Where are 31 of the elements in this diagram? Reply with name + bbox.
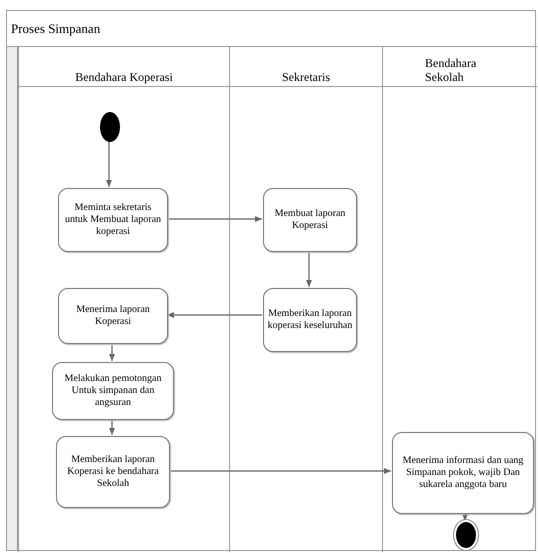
lane-heading: Sekretaris xyxy=(281,70,331,84)
activity-label: Memberikan laporan koperasi keseluruhan xyxy=(267,308,353,332)
arrow xyxy=(109,419,115,435)
arrow xyxy=(167,216,262,222)
arrow xyxy=(167,312,262,318)
activity-label: Melakukan pemotongan Untuk simpanan dan angsuran xyxy=(64,373,162,409)
swimlane xyxy=(382,46,537,552)
swimlane xyxy=(18,46,229,552)
arrow xyxy=(169,468,391,474)
start-node xyxy=(100,112,120,142)
end-node xyxy=(456,522,476,548)
arrow xyxy=(109,343,115,361)
activity-box xyxy=(58,288,168,344)
lane-heading: Bendahara Sekolah xyxy=(425,56,478,84)
activity-box xyxy=(58,188,168,252)
lane-heading: Bendahara Koperasi xyxy=(74,70,174,84)
activity-label: Membuat laporan Koperasi xyxy=(274,208,346,232)
activity-box xyxy=(392,432,534,514)
activity-box xyxy=(56,436,170,508)
activity-label: Memberikan laporan Koperasi ke bendahara Sekolah xyxy=(66,454,160,490)
arrow xyxy=(306,251,312,287)
activity-label: Meminta sekretaris untuk Membuat laporan koperasi xyxy=(64,202,162,238)
arrow xyxy=(106,141,112,187)
activity-label: Menerima informasi dan uang Simpanan pokok, wajib Dan sukarela anggota baru xyxy=(402,455,524,491)
activity-box xyxy=(263,188,357,252)
swimlane xyxy=(229,46,382,552)
activity-box xyxy=(52,362,174,420)
diagram-title: Proses Simpanan xyxy=(11,21,100,37)
activity-box xyxy=(263,288,357,352)
activity-label: Menerima laporan Koperasi xyxy=(75,304,151,328)
arrow xyxy=(462,513,468,521)
